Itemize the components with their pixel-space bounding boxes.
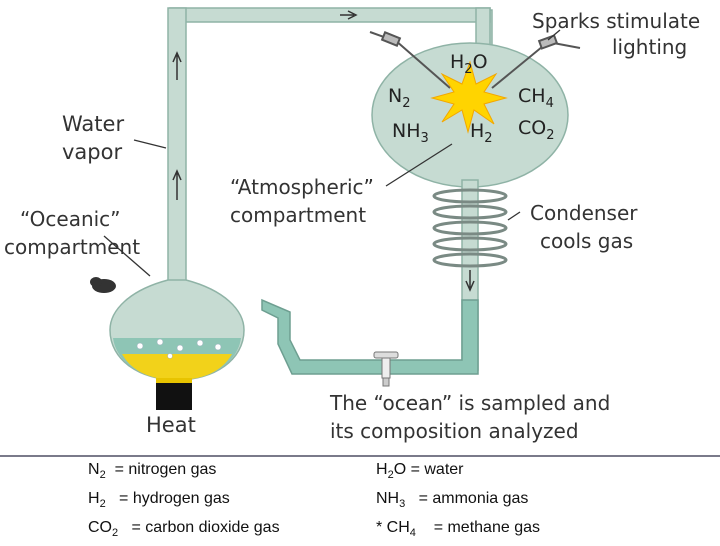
flow-arrow-top [340,10,358,20]
burner-base [156,380,192,410]
label-pointers [103,29,561,277]
gas-nh3: NH3 [392,120,429,146]
legend-item-h2: H2 = hydrogen gas [88,490,230,511]
miller-urey-apparatus-diagram: H2O N2 CH4 NH3 H2 CO2 [4,7,707,443]
legend-item-n2: N2 = nitrogen gas [88,461,217,482]
gas-co2: CO2 [518,117,555,143]
heated-liquid [122,354,232,380]
stopper-icon [90,277,116,293]
label-condenser: Condenser cools gas [530,201,644,253]
bubbles [136,338,222,359]
label-ocean-sampled: The “ocean” is sampled and its compositi… [329,391,617,443]
top-tube-band [169,7,491,23]
label-atmospheric: “Atmospheric” compartment [230,175,380,227]
stopcock-valve [373,351,399,387]
flow-arrow-down [465,270,475,292]
gas-n2: N2 [388,85,411,111]
electrode-left [369,30,451,89]
electrode-right [491,34,581,89]
flow-arrow-up-2 [172,169,182,200]
condenser-coil [432,188,508,268]
gas-h2: H2 [470,120,493,146]
label-water-vapor: Water vapor [62,112,131,164]
divider-rule [0,455,720,457]
legend-item-h2o: H2O = water [376,461,464,482]
legend-item-nh3: NH3 = ammonia gas [376,490,529,511]
label-oceanic: “Oceanic” compartment [4,207,140,259]
legend-item-co2: CO2 = carbon dioxide gas [88,519,280,540]
label-heat: Heat [146,413,196,437]
legend-right: H2O = water NH3 = ammonia gas * CH4 = me… [376,458,540,546]
gas-h2o: H2O [450,51,488,77]
burner-flame-strip [156,378,192,383]
legend-left: N2 = nitrogen gas H2 = hydrogen gas CO2 … [88,458,280,546]
vapor-column-tube [167,7,187,289]
u-tube-water [261,298,479,375]
flow-arrow-up-1 [172,51,182,80]
gas-ch4: CH4 [518,85,554,111]
legend-item-ch4: * CH4 = methane gas [376,519,540,540]
label-sparks: Sparks stimulate lighting [532,9,707,59]
spark-icon [430,60,508,134]
